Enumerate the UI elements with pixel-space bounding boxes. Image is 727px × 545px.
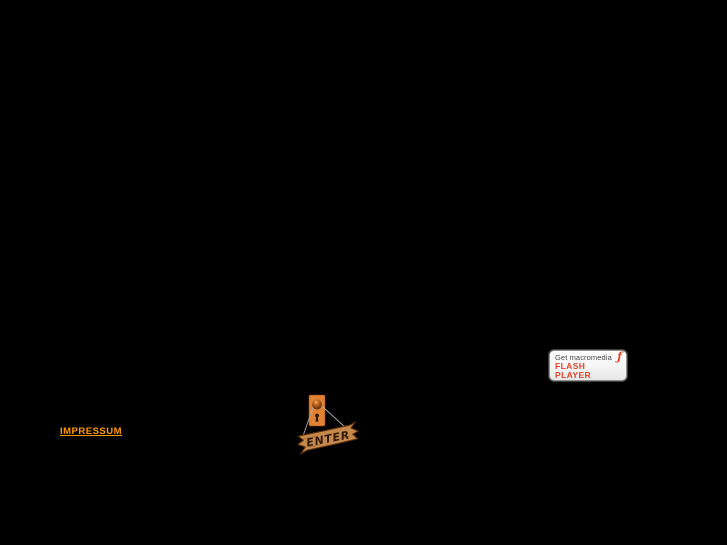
flash-f-icon: ƒ (617, 350, 622, 363)
badge-flash-label: FLASH (555, 361, 586, 371)
badge-get-macromedia-label: Get macromedia (555, 353, 612, 362)
keyhole-icon (315, 413, 319, 422)
wood-grain-lines (303, 435, 351, 448)
enter-sign-label: ENTER (305, 428, 351, 449)
badge-player-label: PLAYER (555, 370, 592, 380)
enter-sign-graphic: ENTER (297, 394, 359, 455)
enter-sign-banner: ENTER (297, 421, 359, 455)
impressum-link[interactable]: IMPRESSUM (60, 426, 123, 437)
get-flash-player-badge[interactable]: Get macromedia ƒ FLASH PLAYER (549, 350, 627, 381)
sign-strings (303, 405, 346, 435)
enter-link[interactable]: ENTER (296, 392, 360, 464)
doorknob-icon (312, 399, 322, 410)
